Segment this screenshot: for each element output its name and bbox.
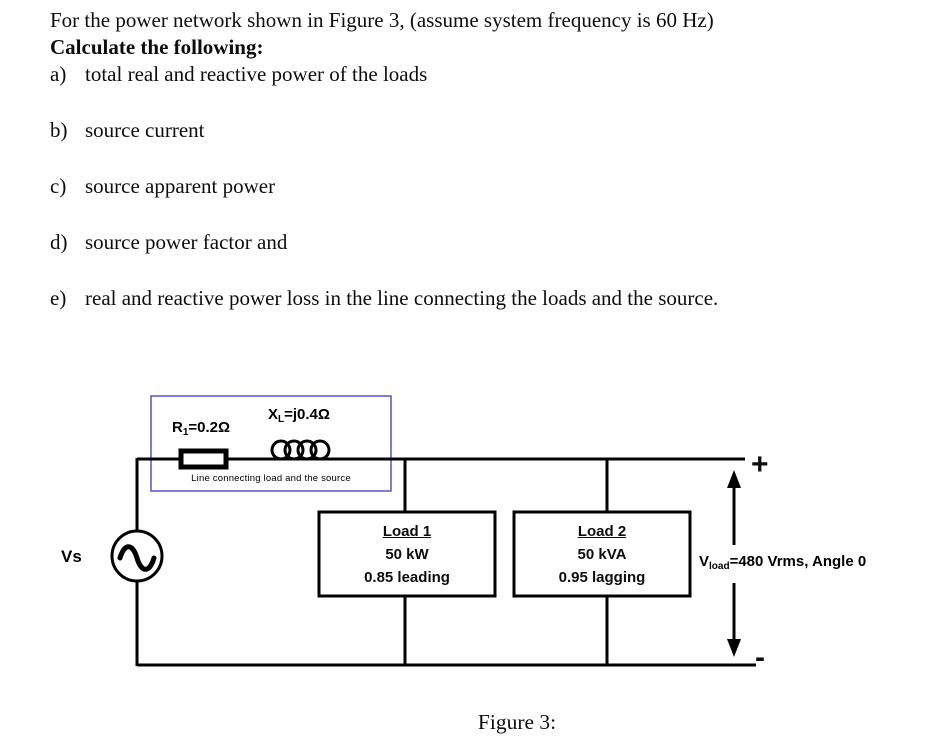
intro-line-1: For the power network shown in Figure 3,… [50,8,714,32]
resistor-symbol-letter: R [172,419,183,436]
load2-box: Load 2 50 kVA 0.95 lagging [514,512,690,596]
load2-box-outline [512,510,692,598]
question-label: a) [50,62,67,86]
load2-title: Load 2 [577,522,627,540]
load1-pf: 0.85 leading [364,568,450,586]
question-item-c: c) source apparent power [50,173,910,200]
question-label: e) [50,286,67,310]
polarity-minus-sign: - [755,641,765,674]
load1-box-outline [317,510,497,598]
question-label: b) [50,118,68,142]
load2-pf: 0.95 lagging [558,568,646,586]
ac-source-icon [110,529,164,583]
question-item-e: e) real and reactive power loss in the l… [50,285,910,312]
polarity-plus-sign: + [751,448,769,481]
resistor-symbol [178,448,229,470]
inductor-label: XL=j0.4Ω [268,406,330,425]
source-voltage-label: Vs [61,547,82,566]
figure-caption: Figure 3: [477,710,557,734]
load1-box: Load 1 50 kW 0.85 leading [319,512,495,596]
inductor-symbol [270,439,331,461]
question-text: total real and reactive power of the loa… [85,62,428,86]
line-impedance-annotation-box [150,395,392,492]
question-list: a) total real and reactive power of the … [50,61,910,312]
load-voltage-label: Vload=480 Vrms, Angle 0 [699,553,866,572]
problem-statement: For the power network shown in Figure 3,… [50,7,910,312]
question-text: real and reactive power loss in the line… [85,286,719,310]
question-item-b: b) source current [50,117,910,144]
question-text: source apparent power [85,174,276,198]
resistor-label: R1=0.2Ω [172,419,230,438]
inductor-subscript: L [278,414,285,425]
inductor-value: =j0.4Ω [284,406,330,423]
load1-title: Load 1 [382,522,432,540]
question-text: source current [85,118,205,142]
load2-power: 50 kVA [577,545,627,563]
inductor-symbol-letter: X [268,406,279,423]
question-label: c) [50,174,67,198]
line-impedance-caption: Line connecting load and the source [191,473,351,484]
question-text: source power factor and [85,230,288,254]
question-item-a: a) total real and reactive power of the … [50,61,910,88]
vload-value: =480 Vrms, Angle 0 [729,553,867,570]
vload-subscript: load [709,561,730,572]
voltage-arrow [727,470,741,657]
question-label: d) [50,230,68,254]
resistor-subscript: 1 [182,427,189,438]
question-item-d: d) source power factor and [50,229,910,256]
intro-line-2: Calculate the following: [50,35,264,59]
resistor-value: =0.2Ω [188,419,231,436]
load1-power: 50 kW [385,545,429,563]
vload-symbol-letter: V [699,553,710,570]
